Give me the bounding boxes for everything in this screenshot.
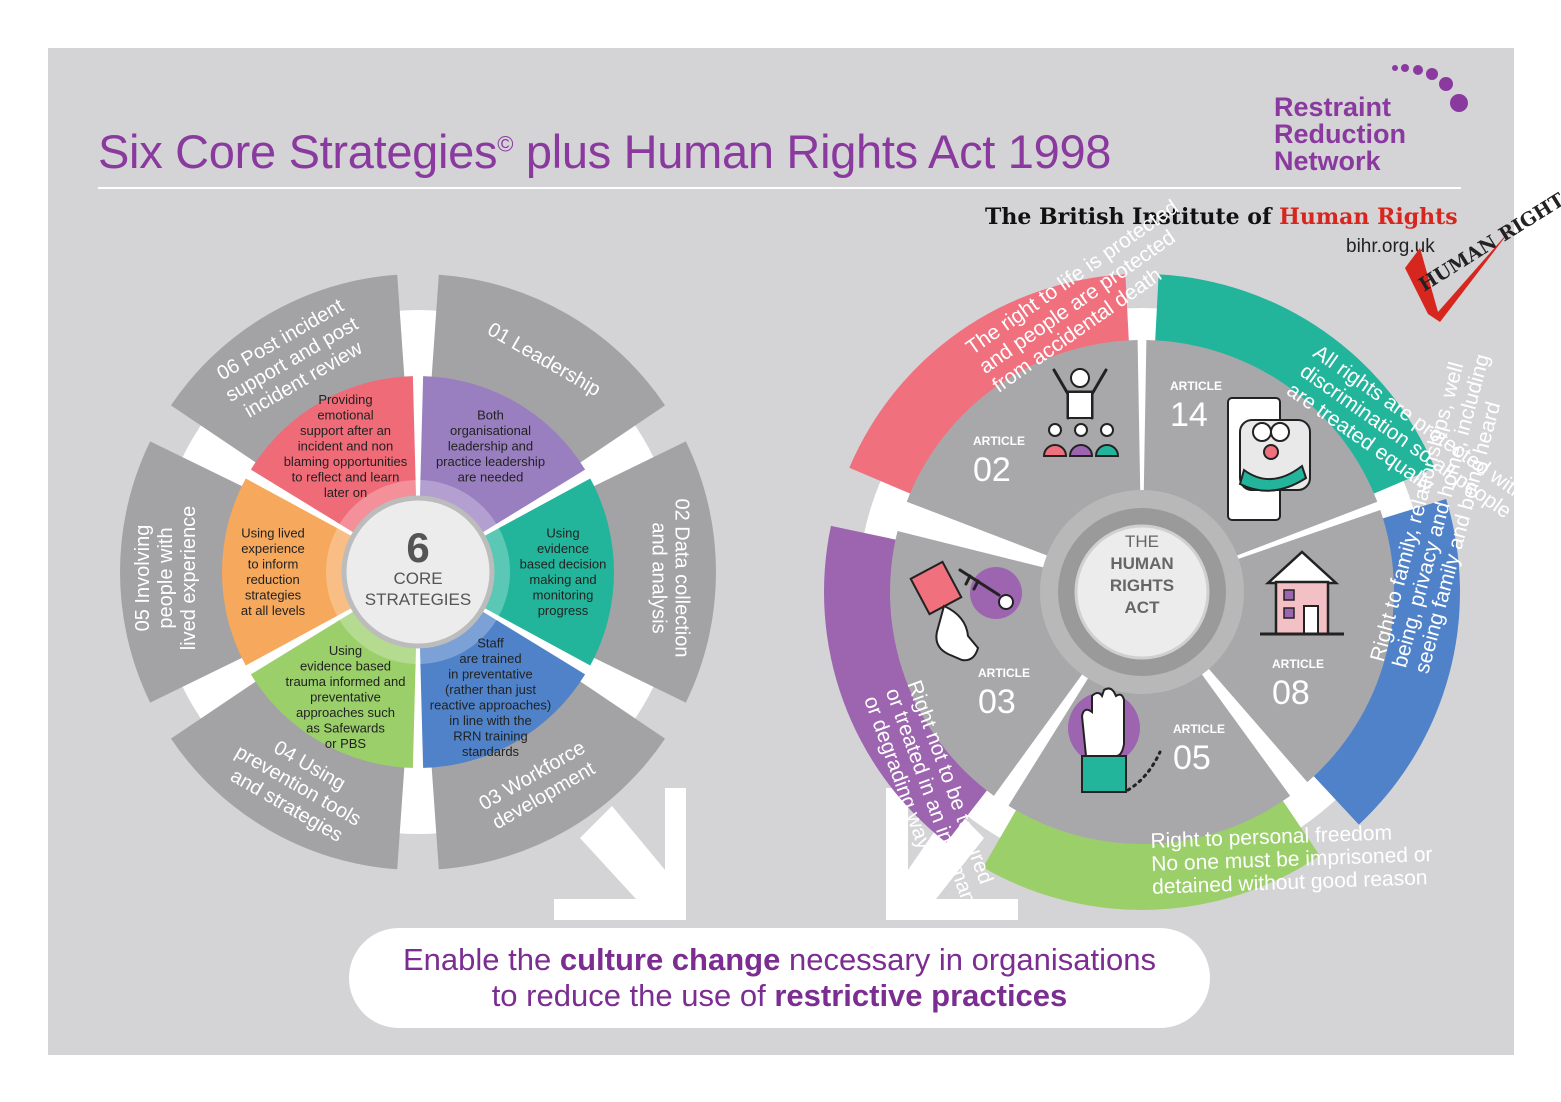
hand-key-icon <box>909 560 1022 662</box>
core-outer-segment-03 <box>431 681 666 870</box>
core-strategy-05-title: 05 Involvingpeople withlived experience <box>132 506 200 651</box>
hra-article-05-number: 05 <box>1173 739 1211 777</box>
bihr-name: The British Institute of Human Rights <box>985 204 1458 230</box>
core-hub <box>341 495 495 649</box>
hra-article-labels: ARTICLE02ARTICLE14ARTICLE08ARTICLE05ARTI… <box>973 379 1324 777</box>
core-outer-segment-06 <box>170 274 405 463</box>
core-collar-segment-06 <box>336 476 417 534</box>
hra-band-article-02 <box>849 274 1131 503</box>
left-arrow <box>554 788 686 920</box>
core-hub-line1: CORE <box>393 569 442 588</box>
hra-hub <box>1074 524 1210 660</box>
core-collar-segment-01 <box>419 476 500 534</box>
rrn-dots-logo <box>1392 64 1468 112</box>
human-rights-stamp-logo: HUMAN RIGHTS <box>1405 182 1561 322</box>
core-strategy-02-title: 02 Data collectionand analysis <box>648 499 693 658</box>
family-document-icon <box>1227 397 1311 521</box>
core-outer-segment-02 <box>593 441 716 703</box>
hra-segment-article-08 <box>1207 509 1394 783</box>
hra-article-02-label: ARTICLE <box>973 434 1025 448</box>
raised-hand-icon <box>1068 687 1162 793</box>
core-collar-segment-03 <box>419 610 500 668</box>
human-rights-stamp-text: HUMAN RIGHTS <box>1415 182 1561 297</box>
people-celebrating-icon <box>1042 368 1120 457</box>
culture-change-banner: Enable the culture change necessary in o… <box>349 928 1210 1028</box>
banner-line-2: to reduce the use of restrictive practic… <box>491 978 1068 1013</box>
hra-article-08-label: ARTICLE <box>1272 657 1324 671</box>
hra-article-08-number: 08 <box>1272 674 1310 712</box>
core-outer-segment-01 <box>431 274 666 463</box>
page-title: Six Core Strategies© plus Human Rights A… <box>98 125 1112 178</box>
core-hub-number: 6 <box>406 524 429 571</box>
core-collar-segment-04 <box>336 610 417 668</box>
title-divider <box>98 187 1461 189</box>
rrn-logo-text: Restraint Reduction Network <box>1274 92 1406 176</box>
core-collar <box>321 476 514 668</box>
house-icon <box>1260 550 1344 636</box>
hra-wheel: THE HUMAN RIGHTS ACT ARTICLE02ARTICLE14A… <box>823 196 1554 910</box>
core-outer-segment-04 <box>170 681 405 870</box>
core-inner-segment-05 <box>222 478 338 666</box>
core-hub-line2: STRATEGIES <box>365 590 471 609</box>
hra-article-14-label: ARTICLE <box>1170 379 1222 393</box>
hra-band-article-14 <box>1153 274 1435 503</box>
hra-article-03-label: ARTICLE <box>978 666 1030 680</box>
hra-icons <box>909 368 1344 793</box>
hra-hub-line4: ACT <box>1125 598 1161 617</box>
right-arrow <box>886 788 1018 920</box>
banner-line-1: Enable the culture change necessary in o… <box>402 942 1156 977</box>
bihr-url: bihr.org.uk <box>1346 236 1435 257</box>
hra-hub-line3: RIGHTS <box>1110 576 1174 595</box>
hra-article-14-number: 14 <box>1170 396 1208 434</box>
core-outer-segments <box>120 274 716 870</box>
hra-article-05-label: ARTICLE <box>1173 722 1225 736</box>
hra-article-03-number: 03 <box>978 683 1016 721</box>
hra-article-05-text: Right to personal freedomNo one must be … <box>1150 820 1434 899</box>
hra-hub-line1: THE <box>1125 532 1159 551</box>
core-inner-segment-02 <box>498 478 615 666</box>
core-outer-segment-05 <box>120 441 243 703</box>
hra-hub-line2: HUMAN <box>1110 554 1173 573</box>
hra-article-02-number: 02 <box>973 451 1011 489</box>
